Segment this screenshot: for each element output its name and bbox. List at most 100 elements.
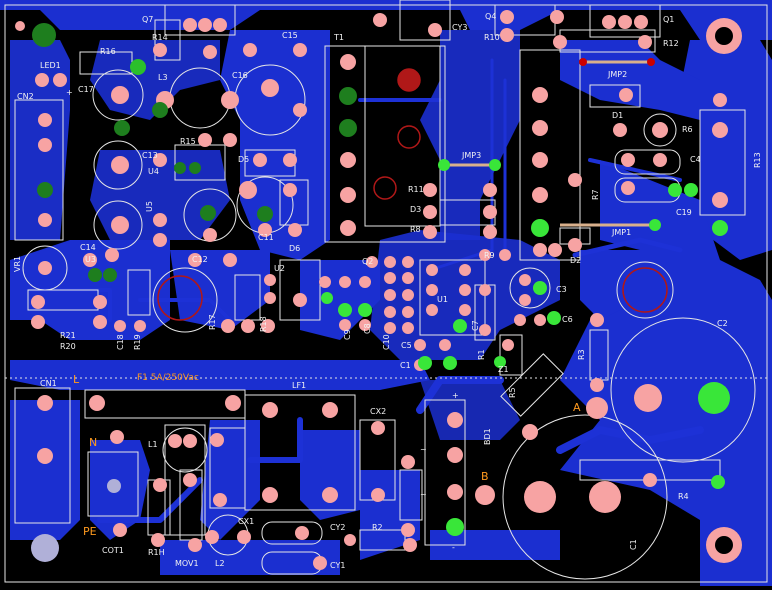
d1-outline — [589, 84, 641, 108]
label-r5: R5 — [508, 387, 517, 398]
label-mov1: MOV1 — [175, 559, 199, 568]
label-u2: U2 — [274, 264, 285, 273]
u1-outline — [419, 259, 486, 336]
label-d6: D6 — [289, 244, 300, 253]
label-r1h: R1H — [148, 548, 165, 557]
cx1-outline — [209, 427, 246, 509]
label-r1-top: R1 — [477, 349, 486, 360]
c1-outline — [502, 414, 668, 580]
cn1-outline — [14, 387, 71, 524]
label-cx1: CX1 — [238, 517, 254, 526]
label-c14: C14 — [80, 243, 96, 252]
label-d3: D3 — [410, 205, 421, 214]
label-c17: C17 — [78, 85, 94, 94]
cot1-outline — [87, 451, 139, 517]
label-r4: R4 — [678, 492, 689, 501]
label-r2: R2 — [372, 523, 383, 532]
label-bd1-ac2: ~ — [420, 490, 427, 499]
c2-outline — [610, 317, 756, 463]
label-c4: C4 — [690, 155, 701, 164]
label-b: B — [481, 470, 489, 483]
r19-outline — [127, 269, 151, 316]
label-c16: C16 — [232, 71, 248, 80]
label-q1: Q1 — [663, 15, 674, 24]
label-r20: R20 — [60, 342, 76, 351]
label-pe: PE — [83, 525, 97, 538]
t1-secondary-outline — [519, 49, 581, 261]
q7-outline — [164, 4, 236, 36]
label-f1: F1 5A/250Vac — [137, 373, 199, 383]
fuse-f1-outline — [84, 389, 246, 419]
c2-aux-outline — [616, 261, 674, 319]
label-r19: R19 — [133, 334, 142, 350]
label-r6: R6 — [682, 125, 693, 134]
cy2-outline — [261, 521, 323, 545]
label-l3: L3 — [158, 73, 168, 82]
label-c12: C12 — [192, 255, 208, 264]
c3-outline — [509, 267, 551, 309]
cy3-outline — [399, 0, 451, 41]
label-lf1: LF1 — [292, 381, 306, 390]
label-cn2: CN2 — [17, 92, 34, 101]
label-r7: R7 — [591, 189, 600, 200]
l1-coil-outline — [162, 427, 208, 473]
r13-outline — [699, 109, 746, 216]
label-r11: R11 — [408, 185, 424, 194]
label-c13: C13 — [142, 151, 158, 160]
label-c3: C3 — [556, 285, 567, 294]
transformer-core-outline — [364, 45, 441, 227]
label-c11: C11 — [258, 233, 274, 242]
label-r16: R16 — [100, 47, 116, 56]
label-bd1: BD1 — [483, 428, 492, 445]
label-cn2-plus: + — [66, 88, 73, 97]
label-cot1: COT1 — [102, 546, 124, 555]
label-r14: R14 — [152, 33, 168, 42]
label-c6: C6 — [562, 315, 573, 324]
component-labels: Q7 R14 C15 T1 CY3 Q4 R10 Q1 R12 R16 LED1… — [13, 12, 762, 570]
label-c15: C15 — [282, 31, 298, 40]
label-u3: U3 — [85, 255, 96, 264]
label-t1: T1 — [333, 33, 344, 42]
label-bd1-plus: + — [452, 391, 459, 400]
green-vias — [32, 23, 730, 536]
label-vr1: VR1 — [13, 256, 22, 272]
label-r18: R18 — [259, 316, 268, 332]
label-c1-big: C1 — [629, 539, 638, 550]
u4-outline — [174, 144, 226, 181]
label-q7: Q7 — [142, 15, 153, 24]
label-jmp1: JMP1 — [611, 228, 631, 237]
label-bd1-minus: - — [452, 543, 455, 552]
label-c5: C5 — [401, 341, 412, 350]
label-r15: R15 — [180, 137, 196, 146]
label-r9: R9 — [484, 251, 495, 260]
label-a: A — [573, 401, 581, 414]
label-c10: C10 — [382, 334, 391, 350]
label-c8: C8 — [363, 323, 372, 334]
cn2-outline — [14, 99, 64, 241]
r1-outline — [399, 469, 423, 521]
label-led1: LED1 — [40, 61, 61, 70]
pads — [15, 10, 742, 570]
label-r12: R12 — [663, 39, 679, 48]
r14-outline — [154, 19, 181, 61]
label-u5: U5 — [145, 201, 154, 212]
q1-outline — [589, 4, 661, 38]
c12-outline — [152, 267, 218, 333]
r2-outline — [359, 529, 406, 551]
drill-holes — [157, 58, 668, 321]
label-cx2: CX2 — [370, 407, 386, 416]
label-r17: R17 — [208, 314, 217, 330]
label-jmp2: JMP2 — [607, 70, 627, 79]
label-d1: D1 — [612, 111, 623, 120]
label-r3: R3 — [577, 349, 586, 360]
label-cy3: CY3 — [452, 23, 467, 32]
board-outline — [4, 4, 768, 583]
label-r21: R21 — [60, 331, 76, 340]
label-r10: R10 — [484, 33, 500, 42]
label-q2: Q2 — [362, 257, 373, 266]
z1-outline — [499, 334, 523, 376]
label-u1: U1 — [437, 295, 448, 304]
label-cn1: CN1 — [40, 379, 57, 388]
label-r8: R8 — [410, 225, 421, 234]
